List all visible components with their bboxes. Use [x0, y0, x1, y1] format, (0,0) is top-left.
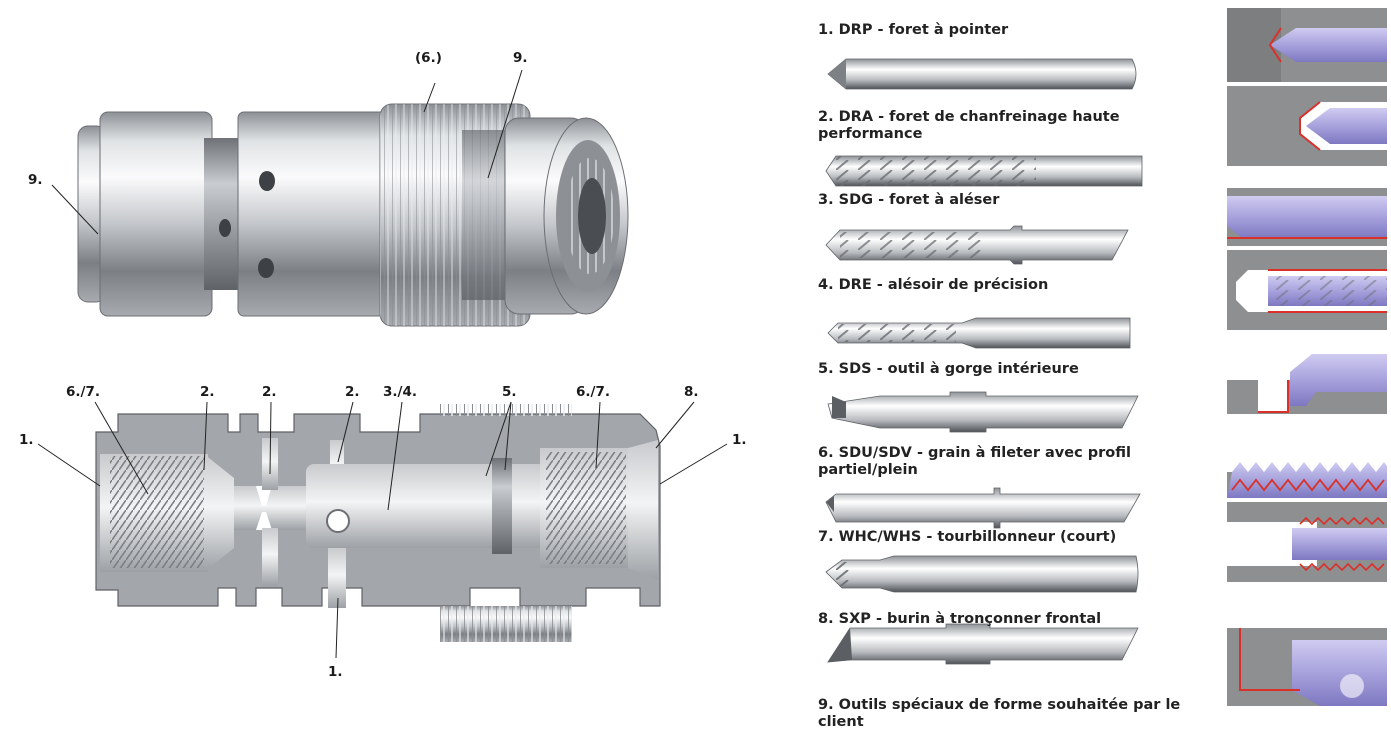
callout-top-6: (6.) [415, 50, 442, 66]
cross-hole-lower [258, 258, 274, 278]
detail-thread-whirling [1227, 502, 1387, 582]
callout-top-9-right: 9. [513, 50, 528, 66]
callout-section-5: 5. [502, 384, 517, 400]
detail-face-parting [1227, 586, 1387, 706]
tool-label-1: 1. DRP - foret à pointer [818, 22, 1009, 38]
cross-hole-section [326, 509, 350, 533]
tool-label-7: 7. WHC/WHS - tourbillonneur (court) [818, 529, 1117, 545]
callout-section-1-right: 1. [732, 432, 747, 448]
detail-spot-drill [1227, 8, 1387, 82]
tool-label-4: 4. DRE - alésoir de précision [818, 277, 1049, 293]
tool-face-parting [827, 623, 1139, 665]
detail-internal-grooving [1227, 334, 1387, 414]
detail-reamer [1227, 250, 1387, 330]
tool-label-2: 2. DRA - foret de chanfreinage haute per… [818, 109, 1120, 142]
tool-label-5: 5. SDS - outil à gorge intérieure [818, 361, 1079, 377]
tool-label-3: 3. SDG - foret à aléser [818, 192, 1000, 208]
section-leader-lines [37, 401, 728, 659]
callout-section-2-c: 2. [345, 384, 360, 400]
callout-section-8: 8. [684, 384, 699, 400]
detail-threading-insert [1227, 418, 1387, 498]
callout-section-2-a: 2. [200, 384, 215, 400]
top-leader-lines [51, 69, 523, 235]
fitting-3d-view [77, 103, 629, 327]
tool-chamfer-drill [825, 155, 1143, 187]
tool-threading-insert [825, 487, 1141, 529]
callout-section-1-bottom: 1. [328, 664, 343, 680]
cross-hole-middle [219, 219, 231, 237]
tool-boring-drill [825, 225, 1129, 265]
cross-hole-upper [259, 171, 275, 191]
tool-label-6: 6. SDU/SDV - grain à fileter avec profil… [818, 445, 1131, 478]
tool-internal-grooving [827, 391, 1139, 433]
tool-label-9: 9. Outils spéciaux de forme souhaitée pa… [818, 697, 1181, 730]
detail-strip [1227, 8, 1387, 706]
detail-boring-drill [1227, 170, 1387, 246]
tool-reamer [827, 317, 1131, 349]
callout-section-3-4: 3./4. [383, 384, 417, 400]
tool-spot-drill [827, 58, 1137, 90]
tool-label-8: 8. SXP - burin à tronçonner frontal [818, 611, 1102, 627]
callout-section-6-7-right: 6./7. [576, 384, 610, 400]
callout-section-2-b: 2. [262, 384, 277, 400]
hex-flat [462, 130, 512, 300]
callout-section-1-left: 1. [19, 432, 34, 448]
callout-section-6-7-left: 6./7. [66, 384, 100, 400]
callout-top-9-left: 9. [28, 172, 43, 188]
fitting-section-view [95, 404, 661, 642]
detail-chamfer-drill [1227, 86, 1387, 166]
tool-thread-whirling [825, 555, 1139, 593]
